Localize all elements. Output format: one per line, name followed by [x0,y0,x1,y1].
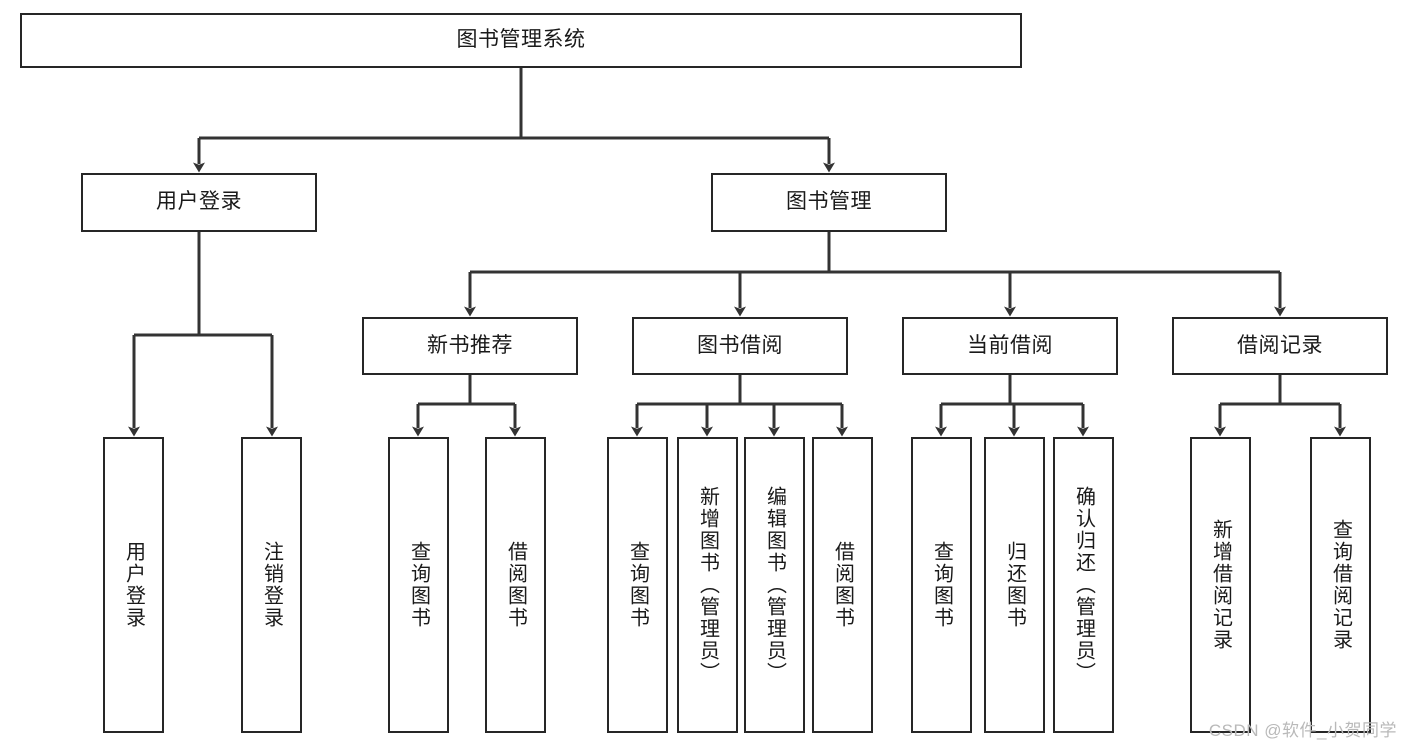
node-bb-add-book[interactable]: 新增图书（管理员） [677,437,738,733]
node-nbr-query-book[interactable]: 查询图书 [388,437,449,733]
node-user-login-leaf[interactable]: 用户登录 [103,437,164,733]
node-user-login-label: 用户登录 [156,190,242,214]
node-borrow-record-label: 借阅记录 [1237,333,1323,357]
node-bb-edit-book-label: 编辑图书（管理员） [763,486,786,684]
node-cb-query-book-label: 查询图书 [930,541,953,629]
node-user-login-leaf-label: 用户登录 [122,541,145,629]
node-root[interactable]: 图书管理系统 [20,13,1022,68]
node-br-add-record-label: 新增借阅记录 [1209,519,1232,651]
node-br-query-record[interactable]: 查询借阅记录 [1310,437,1371,733]
node-current-borrow[interactable]: 当前借阅 [902,317,1118,375]
node-bb-query-book-label: 查询图书 [626,541,649,629]
node-br-query-record-label: 查询借阅记录 [1329,519,1352,651]
node-user-login[interactable]: 用户登录 [81,173,317,232]
node-cb-confirm-return-label: 确认归还（管理员） [1072,486,1095,684]
node-br-add-record[interactable]: 新增借阅记录 [1190,437,1251,733]
node-user-logout-leaf[interactable]: 注销登录 [241,437,302,733]
csdn-watermark: CSDN @软件_小贺同学 [1208,721,1397,740]
node-bb-query-book[interactable]: 查询图书 [607,437,668,733]
node-book-manage-label: 图书管理 [786,190,872,214]
node-book-borrow-label: 图书借阅 [697,333,783,357]
node-book-borrow[interactable]: 图书借阅 [632,317,848,375]
node-book-manage[interactable]: 图书管理 [711,173,947,232]
node-borrow-record[interactable]: 借阅记录 [1172,317,1388,375]
node-bb-edit-book[interactable]: 编辑图书（管理员） [744,437,805,733]
node-bb-add-book-label: 新增图书（管理员） [696,486,719,684]
node-new-book-rec-label: 新书推荐 [427,333,513,357]
node-bb-borrow-book[interactable]: 借阅图书 [812,437,873,733]
node-current-borrow-label: 当前借阅 [967,333,1053,357]
node-cb-return-book[interactable]: 归还图书 [984,437,1045,733]
node-cb-query-book[interactable]: 查询图书 [911,437,972,733]
node-bb-borrow-book-label: 借阅图书 [831,541,854,629]
node-nbr-borrow-book[interactable]: 借阅图书 [485,437,546,733]
node-cb-confirm-return[interactable]: 确认归还（管理员） [1053,437,1114,733]
node-user-logout-leaf-label: 注销登录 [260,541,283,629]
node-new-book-rec[interactable]: 新书推荐 [362,317,578,375]
node-cb-return-book-label: 归还图书 [1003,541,1026,629]
node-root-label: 图书管理系统 [456,28,586,52]
node-nbr-borrow-book-label: 借阅图书 [504,541,527,629]
node-nbr-query-book-label: 查询图书 [407,541,430,629]
